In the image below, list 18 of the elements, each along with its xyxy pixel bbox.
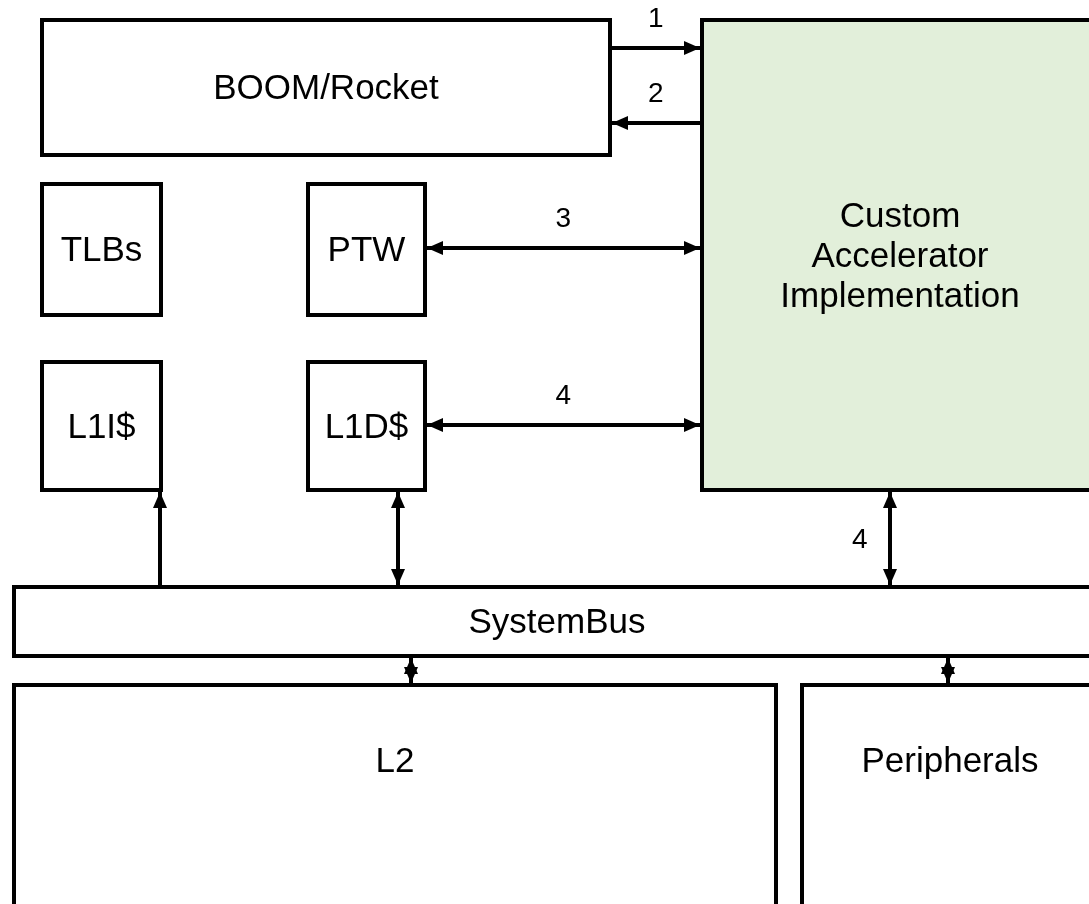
block-label: L2 — [375, 740, 415, 781]
bus-bar — [12, 585, 1089, 658]
block-box — [800, 683, 1089, 904]
block-box — [40, 182, 163, 317]
block-box — [40, 360, 163, 492]
block-label: TLBs — [60, 229, 143, 270]
block-box — [12, 683, 778, 904]
block-box — [306, 182, 427, 317]
block-label: BOOM/Rocket — [213, 67, 439, 108]
block-box — [306, 360, 427, 492]
block-label: PTW — [327, 229, 406, 270]
block-label: SystemBus — [468, 601, 646, 642]
block-label: L1D$ — [324, 405, 409, 447]
block-label: Custom Accelerator Implementation — [779, 194, 1021, 316]
block-label: Peripherals — [861, 740, 1039, 781]
block-box — [40, 18, 612, 157]
block-box — [700, 18, 1089, 492]
block-label: L1I$ — [67, 405, 136, 447]
